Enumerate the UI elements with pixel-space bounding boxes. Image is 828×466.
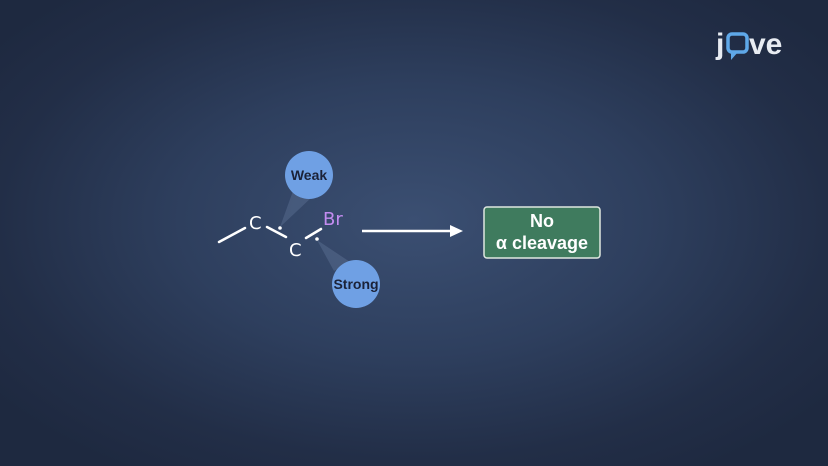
result-line-1: No: [530, 211, 554, 231]
result-line-2: α cleavage: [496, 233, 588, 253]
jove-logo: j ve: [715, 28, 782, 61]
strong-callout: Strong: [317, 240, 380, 308]
strong-bubble: [332, 260, 380, 308]
atom-carbon-1: C: [249, 213, 262, 234]
strong-callout-pointer: [317, 240, 350, 271]
molecule: C C Br: [217, 209, 343, 261]
strong-label: Strong: [333, 276, 378, 292]
bond-c1-c2: [265, 225, 288, 239]
logo-speech-bubble-icon: [726, 32, 749, 60]
bond-c2-br: [304, 227, 323, 240]
atom-carbon-2: C: [289, 240, 302, 261]
weak-label: Weak: [291, 167, 328, 183]
result-box: No α cleavage: [483, 206, 601, 259]
weak-callout-pointer: [280, 191, 312, 227]
bond-methyl-c1: [217, 226, 247, 244]
strong-bond-dot: [315, 237, 319, 241]
logo-letter-j: j: [715, 28, 724, 61]
arrow-head-icon: [450, 225, 463, 237]
logo-letters-ve: ve: [749, 28, 782, 61]
weak-bubble: [285, 151, 333, 199]
atom-bromine: Br: [323, 209, 343, 230]
result-box-background: [483, 206, 601, 259]
reaction-arrow: [362, 225, 463, 237]
weak-bond-dot: [278, 226, 282, 230]
weak-callout: Weak: [280, 151, 333, 227]
